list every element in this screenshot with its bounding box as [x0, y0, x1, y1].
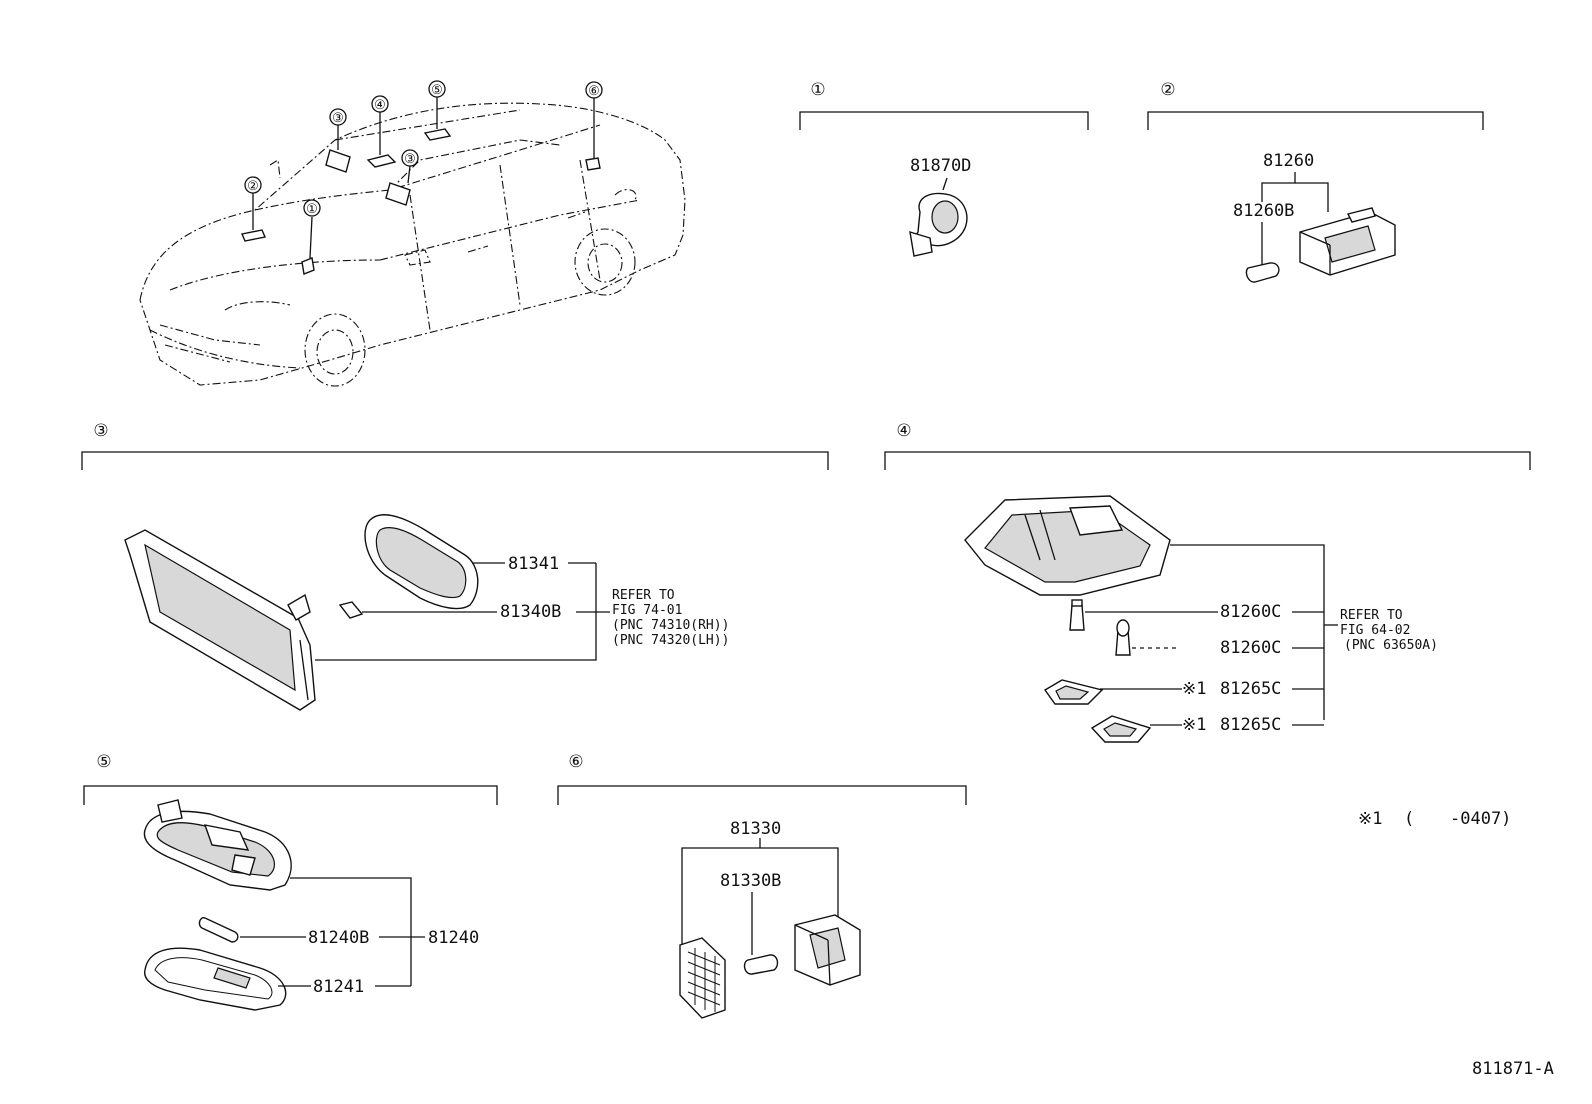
section-6-marker: ⑥: [568, 752, 583, 772]
car-marker-1: ①: [306, 202, 318, 217]
luggage-lamp-bulb: [743, 954, 779, 975]
part-81240B: 81240B: [308, 928, 369, 948]
refer-line-2: FIG 74-01: [612, 603, 682, 618]
dome-lens-2: [1090, 715, 1152, 743]
car-marker-2: ②: [247, 179, 259, 194]
section-4: ④ 81260C 81260C ※1 81265C: [884, 421, 1531, 743]
car-overview: ① ② ③ ④ ③ ⑤ ⑥: [139, 80, 686, 387]
part-81340B: 81340B: [500, 602, 561, 622]
car-marker-4: ④: [374, 98, 386, 113]
part-81265C-b: 81265C: [1220, 715, 1281, 735]
part-81260: 81260: [1263, 151, 1314, 171]
refer-line-4: (PNC 74320(LH)): [612, 633, 729, 648]
part-81265C-a: 81265C: [1220, 679, 1281, 699]
section-1-marker: ①: [810, 80, 825, 100]
car-marker-5: ⑤: [431, 83, 443, 98]
footnote-paren: (: [1404, 809, 1414, 829]
section-2-marker: ②: [1160, 80, 1175, 100]
vanity-bulb: [338, 601, 364, 619]
part-81870D: 81870D: [910, 156, 971, 176]
refer-4-line-3: (PNC 63650A): [1344, 638, 1438, 653]
part-81341: 81341: [508, 554, 559, 574]
section-5: ⑤ 81240B 81240 81241: [83, 752, 498, 1011]
part-81260B: 81260B: [1233, 201, 1294, 221]
sun-visor: [124, 529, 316, 711]
section-5-marker: ⑤: [96, 752, 111, 772]
refer-4-line-2: FIG 64-02: [1340, 623, 1410, 638]
footnote-mark: ※1: [1358, 809, 1382, 829]
dome-lamp-housing: [964, 495, 1171, 596]
section-3-marker: ③: [93, 421, 108, 441]
dome-bulb-2: [1115, 619, 1131, 656]
section-4-marker: ④: [896, 421, 911, 441]
part-81260C-a: 81260C: [1220, 602, 1281, 622]
footnotes: ※1 ( -0407) 811871-A: [1358, 809, 1554, 1079]
refer-line-1: REFER TO: [612, 588, 675, 603]
dome-lens-1: [1043, 679, 1104, 705]
luggage-lamp-lens: [679, 937, 726, 1019]
footnote-range: -0407): [1450, 809, 1511, 829]
courtesy-lamp-bulb: [1245, 262, 1280, 283]
section-6: ⑥ 81330 81330B: [557, 752, 967, 1019]
part-81330: 81330: [730, 819, 781, 839]
section-1: ① 81870D: [799, 80, 1089, 257]
part-81240: 81240: [428, 928, 479, 948]
note-mark-2: ※1: [1182, 715, 1206, 735]
map-lamp-socket: [909, 177, 968, 257]
luggage-lamp-housing: [794, 914, 861, 986]
refer-line-3: (PNC 74310(RH)): [612, 618, 729, 633]
room-lamp-lens: [143, 947, 287, 1011]
part-81241: 81241: [313, 977, 364, 997]
room-lamp-housing: [143, 799, 292, 891]
courtesy-lamp-housing: [1299, 207, 1396, 276]
car-marker-3a: ③: [332, 111, 344, 126]
part-81260C-b: 81260C: [1220, 638, 1281, 658]
room-lamp-bulb: [198, 917, 239, 943]
car-marker-3b: ③: [404, 152, 416, 167]
dome-bulb-1: [1069, 599, 1085, 631]
figure-id: 811871-A: [1472, 1059, 1554, 1079]
part-81330B: 81330B: [720, 871, 781, 891]
note-mark-1: ※1: [1182, 679, 1206, 699]
refer-4-line-1: REFER TO: [1340, 608, 1403, 623]
car-marker-6: ⑥: [588, 84, 600, 99]
section-2: ② 81260 81260B: [1147, 80, 1484, 283]
section-3: ③ 81341 81340B REFER TO FIG 74-01 (PNC 7…: [81, 421, 829, 711]
vanity-lens: [364, 514, 479, 610]
